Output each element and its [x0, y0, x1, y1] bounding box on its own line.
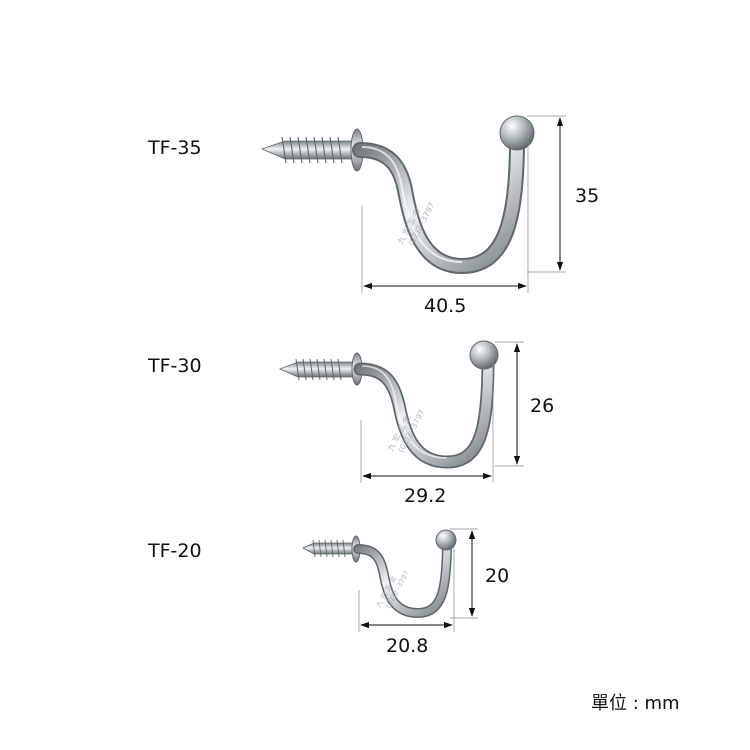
hook-drawing-tf20: 九 宏 五 金 (02)2 -3797 — [302, 529, 457, 619]
width-label-tf30: 29.2 — [404, 485, 446, 507]
ball-tip-tf20 — [435, 529, 457, 551]
hook-drawing-tf30: 九 宏 五 金 (02)2 -3797 — [278, 340, 499, 469]
ball-tip-tf30 — [469, 340, 499, 370]
units-label: 單位 : mm — [591, 693, 680, 714]
hook-tf30: TF-30 九 宏 五 金 (02)2 -3797 26 — [147, 340, 554, 507]
ball-tip-tf35 — [499, 115, 535, 151]
model-label-tf20: TF-20 — [147, 540, 202, 562]
width-label-tf20: 20.8 — [386, 635, 428, 657]
hook-tf20: TF-20 九 宏 五 金 (02)2 -3797 20 20.8 — [147, 528, 509, 657]
width-label-tf35: 40.5 — [424, 295, 466, 317]
screw-thread-tf30 — [278, 361, 354, 378]
height-label-tf35: 35 — [575, 185, 599, 207]
model-label-tf30: TF-30 — [147, 355, 202, 377]
model-label-tf35: TF-35 — [147, 137, 202, 159]
hook-drawing-tf35: 九 宏 五 金 (02)2 -3797 — [260, 115, 535, 275]
screw-thread-tf20 — [302, 542, 355, 555]
height-label-tf20: 20 — [485, 565, 509, 587]
height-label-tf30: 26 — [530, 395, 554, 417]
hook-tf35: TF-35 九 宏 五 金 (02)2 -3797 — [147, 115, 599, 317]
